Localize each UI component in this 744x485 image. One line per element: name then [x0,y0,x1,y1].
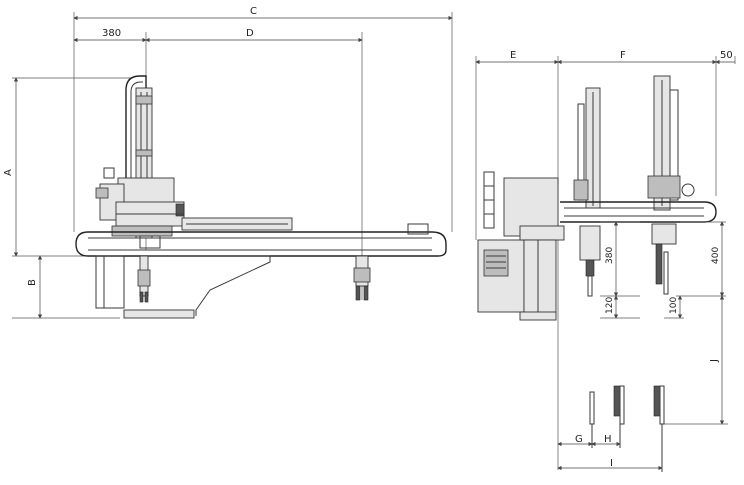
label-c: C [250,6,257,17]
base-pedestal [95,255,271,319]
label-a: A [3,169,14,176]
dim-380-side: 380 [600,221,640,297]
label-j: J [709,359,720,363]
dim-100: 100 [664,295,684,319]
dim-j: J [664,295,728,425]
dim-g-h-i: G H I [557,434,663,471]
side-mast-right [647,75,695,211]
dim-e-f-50: E F 50 [475,50,736,470]
label-100: 100 [669,297,679,314]
side-beam [560,201,717,223]
dim-120: 120 [600,295,640,319]
left-gripper [137,255,151,303]
dim-a-b: A B [3,77,132,319]
pick-gripper-2 [613,385,625,448]
label-i: I [610,458,613,469]
horizontal-beam [75,217,447,257]
pick-gripper-3 [653,385,665,472]
label-380: 380 [102,28,121,39]
label-120: 120 [605,297,615,314]
front-view: C 380 D A B [3,6,453,319]
side-view: E F 50 [475,50,736,472]
dim-400: 400 [676,221,726,297]
label-380-side: 380 [605,247,615,264]
right-gripper [353,255,371,301]
side-gripper-left [579,225,601,297]
label-g: G [575,434,583,445]
dim-c: C [73,6,453,232]
label-d: D [246,28,254,39]
label-b: B [27,279,38,286]
label-e: E [510,50,516,61]
side-mast-left [573,87,601,209]
dim-380-d: 380 D [73,28,363,300]
label-400: 400 [711,247,721,264]
pick-gripper-1 [589,391,595,448]
label-50: 50 [720,50,733,61]
label-h: H [604,434,612,445]
label-f: F [620,50,626,61]
carriage [95,167,185,237]
control-cabinet [477,171,565,321]
side-gripper-right [651,223,677,295]
